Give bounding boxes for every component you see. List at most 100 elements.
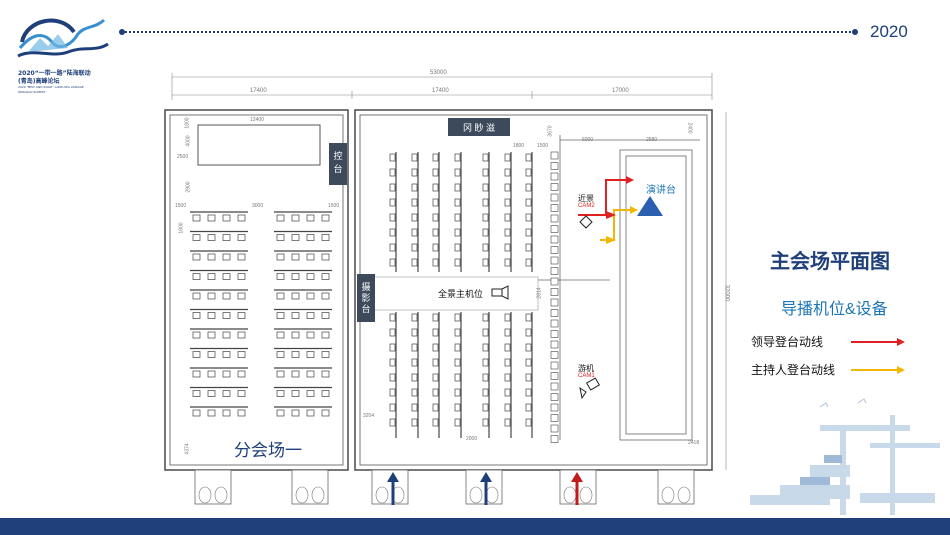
chair [411, 358, 418, 367]
header-rule [122, 31, 855, 33]
chair [222, 390, 231, 397]
chair [432, 213, 439, 222]
chair [411, 243, 418, 252]
dim-right: 17000 [612, 88, 629, 94]
control-room-label: 控台 [329, 143, 347, 185]
dim-right-vert: 3670 [547, 125, 554, 137]
chair [389, 313, 396, 322]
chair [276, 214, 285, 222]
chair [237, 273, 246, 280]
chair [411, 228, 418, 237]
chair [454, 243, 461, 252]
seat-box [550, 309, 559, 317]
chair [504, 403, 511, 412]
chair [525, 313, 532, 322]
chair [454, 343, 461, 352]
chair [525, 388, 532, 397]
chair [432, 328, 439, 337]
chair [411, 213, 418, 222]
chair [525, 243, 532, 252]
chair [321, 292, 330, 300]
chair [504, 198, 511, 207]
chair [525, 418, 532, 427]
chair [306, 409, 315, 417]
chair [504, 313, 511, 322]
podium-label: 演讲台 [646, 185, 676, 196]
cam2-label: CAM2 [578, 203, 595, 209]
chair [291, 370, 300, 378]
header-rule-dot-left [119, 29, 125, 35]
panel-subtitle: 导播机位&设备 [781, 301, 888, 318]
chair [454, 258, 461, 267]
chair [207, 351, 216, 358]
chair [482, 198, 489, 207]
seat-box [550, 414, 559, 422]
header-year: 2020 [870, 22, 908, 41]
seat-box [550, 330, 559, 338]
dim-right-small-3: 2400 [686, 122, 693, 134]
chair [192, 409, 201, 417]
chair [432, 153, 439, 162]
chair [291, 292, 300, 300]
red-arrow-icon [851, 338, 905, 346]
main-camera-label: 全景主机位 [438, 289, 484, 299]
chair [222, 409, 231, 417]
dim-left-top: 12400 [250, 117, 264, 123]
chair [389, 373, 396, 382]
chair [525, 153, 532, 162]
chair [504, 183, 511, 192]
chair [525, 358, 532, 367]
chair [237, 253, 246, 261]
chair [411, 153, 418, 162]
chair [389, 183, 396, 192]
seat-box [550, 225, 559, 233]
chair [321, 351, 330, 358]
chair [504, 418, 511, 427]
chair [454, 373, 461, 382]
photo-platform-text: 摄影台 [360, 281, 371, 315]
roam-camera-label: 游机 [578, 364, 594, 373]
chair [482, 213, 489, 222]
door-leaf [214, 486, 228, 504]
chair [482, 328, 489, 337]
chair [525, 343, 532, 352]
chair [411, 198, 418, 207]
chair [411, 388, 418, 397]
seat-box [550, 256, 559, 265]
chair [411, 183, 418, 192]
dim-mid: 17400 [432, 88, 449, 94]
chair [222, 331, 231, 339]
chair [192, 292, 201, 300]
chair [306, 370, 315, 378]
dim-left-small-1: 4000 [185, 135, 192, 147]
chair [321, 253, 330, 261]
door-leaf [311, 486, 325, 504]
logo-title-line4: QINGDAO SUMMIT [18, 90, 46, 94]
chair [432, 228, 439, 237]
chair [454, 388, 461, 397]
chair [432, 258, 439, 267]
chair [306, 273, 315, 280]
chair [237, 390, 246, 397]
door-leaf [579, 486, 593, 504]
dim-left-small-3: 2900 [185, 181, 192, 193]
logo-title-line3: 2020 "BELT AND ROAD" LAND-SEA LINKAGE [18, 85, 84, 89]
chair [207, 312, 216, 319]
seat-box [550, 319, 559, 328]
seat-box [550, 162, 559, 170]
chair [525, 228, 532, 237]
chair [306, 292, 315, 300]
chair [411, 418, 418, 427]
chair [389, 403, 396, 412]
chair [389, 418, 396, 427]
legend-leader-path: 领导登台动线 [751, 333, 911, 349]
chair [291, 234, 300, 241]
chair [237, 409, 246, 417]
chair [291, 273, 300, 280]
port-illustration [750, 398, 940, 515]
chair [291, 390, 300, 397]
chair [504, 213, 511, 222]
chair [504, 343, 511, 352]
dim-total: 53000 [430, 70, 447, 76]
